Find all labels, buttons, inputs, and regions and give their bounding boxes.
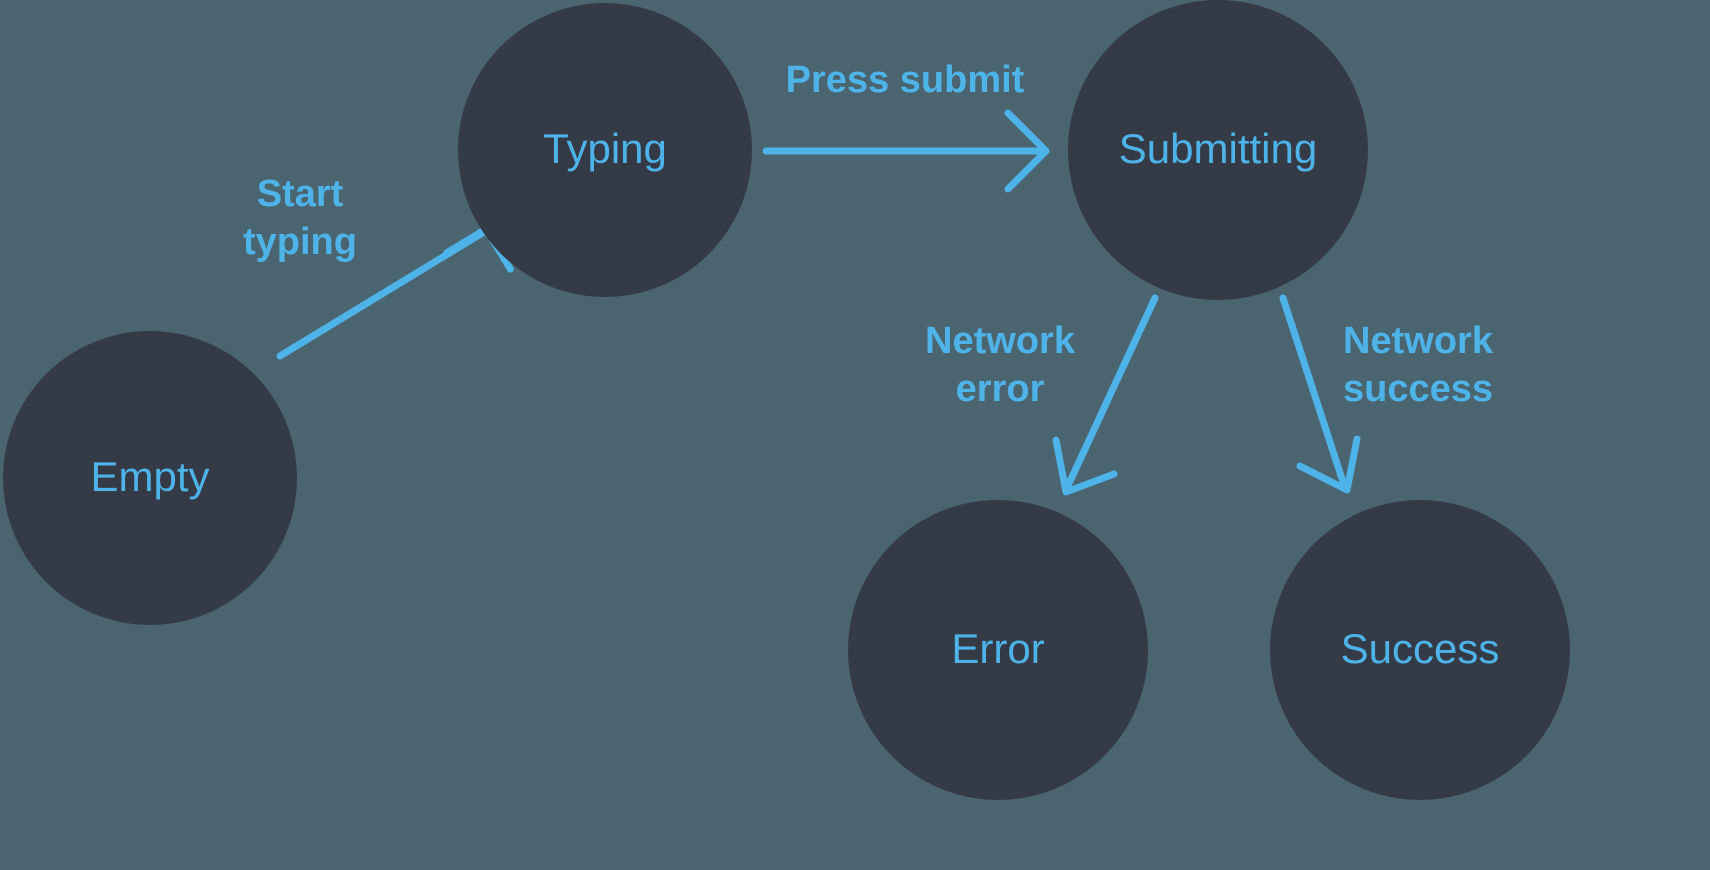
state-node-success[interactable]: Success [1270,500,1570,800]
state-node-typing[interactable]: Typing [458,3,752,297]
transition-label-start-typing-line-1: Start [257,173,344,215]
state-node-submitting[interactable]: Submitting [1068,0,1368,300]
state-label-error: Error [951,625,1044,672]
state-circle-typing [458,3,752,297]
transition-label-network-success-line-2: success [1343,368,1493,410]
state-label-success: Success [1341,625,1500,672]
state-circle-submitting [1068,0,1368,300]
edge-line-network-error [1062,294,1159,494]
state-circle-success [1270,500,1570,800]
arrowhead-network-error [1052,436,1118,496]
transition-label-network-error-line-2: error [956,368,1045,410]
state-node-error[interactable]: Error [848,500,1148,800]
transition-network-error[interactable] [1052,294,1159,496]
transition-label-network-success: Network success [1343,320,1494,410]
transition-label-press-submit: Press submit [786,59,1025,101]
transition-label-network-error: Network error [925,320,1076,410]
transition-label-start-typing: Start typing [243,173,357,263]
transition-label-start-typing-line-2: typing [243,221,357,263]
transition-label-network-error-line-1: Network [925,320,1076,362]
state-label-submitting: Submitting [1119,125,1317,172]
arrowhead-press-submit [1004,109,1050,193]
arrowhead-network-success [1296,435,1361,494]
state-circle-empty [3,331,297,625]
edge-line-network-success [1279,294,1349,492]
state-label-typing: Typing [543,125,667,172]
state-circle-error [848,500,1148,800]
state-label-empty: Empty [90,453,209,500]
state-node-empty[interactable]: Empty [3,331,297,625]
transition-label-press-submit-line-1: Press submit [786,59,1025,101]
transition-label-network-success-line-1: Network [1343,320,1494,362]
transition-press-submit[interactable] [762,109,1050,193]
transition-network-success[interactable] [1279,294,1361,494]
